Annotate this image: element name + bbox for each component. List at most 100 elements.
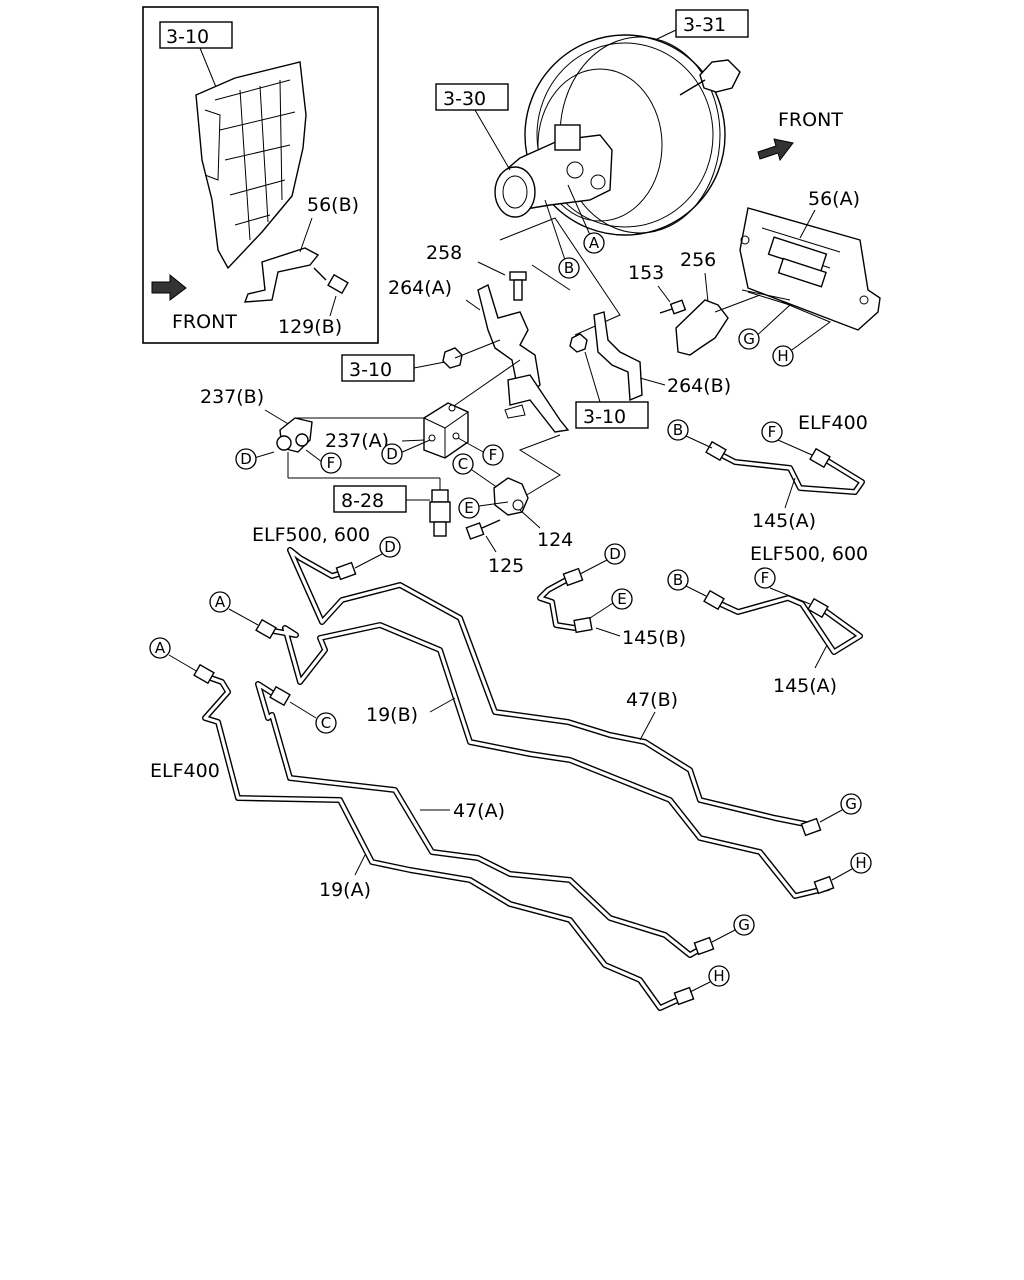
ref-label-3-31: 3-31 bbox=[683, 14, 726, 36]
svg-text:A: A bbox=[589, 234, 600, 252]
svg-text:E: E bbox=[617, 590, 626, 608]
label-125: 125 bbox=[488, 555, 524, 577]
front-label: FRONT bbox=[778, 109, 843, 131]
svg-text:G: G bbox=[845, 795, 857, 813]
clamp-124 bbox=[493, 477, 529, 516]
svg-text:D: D bbox=[240, 450, 252, 468]
master-cylinder bbox=[494, 124, 613, 218]
label-elf400-left: ELF400 bbox=[150, 760, 220, 782]
svg-text:C: C bbox=[321, 714, 331, 732]
pipe-47a bbox=[255, 681, 715, 958]
ref-box-8-28 bbox=[333, 485, 407, 513]
marker-e-clamp: E bbox=[458, 497, 480, 519]
label-124: 124 bbox=[537, 529, 573, 551]
svg-text:D: D bbox=[609, 545, 621, 563]
svg-text:D: D bbox=[384, 538, 396, 556]
nut-right bbox=[569, 333, 588, 353]
label-258: 258 bbox=[426, 242, 462, 264]
label-elf500-right: ELF500, 600 bbox=[750, 543, 868, 565]
inset-panel: 3-10 56(B) 129(B) FRONT bbox=[142, 6, 379, 344]
svg-text:F: F bbox=[761, 569, 770, 587]
svg-text:A: A bbox=[155, 639, 166, 657]
pipe-145a-elf400 bbox=[705, 440, 865, 495]
marker-d-237a: D bbox=[381, 443, 403, 465]
label-47b: 47(B) bbox=[626, 689, 678, 711]
bracket-256 bbox=[675, 299, 729, 356]
marker-h-19a: H bbox=[708, 965, 730, 987]
marker-e-145b: E bbox=[611, 588, 633, 610]
pipe-19a bbox=[193, 663, 695, 1011]
svg-text:B: B bbox=[673, 421, 683, 439]
marker-f-145a-top: F bbox=[761, 421, 783, 443]
label-19a: 19(A) bbox=[319, 879, 371, 901]
ref-box-3-30 bbox=[435, 83, 509, 111]
marker-d-237b: D bbox=[235, 448, 257, 470]
svg-text:B: B bbox=[564, 259, 574, 277]
svg-text:F: F bbox=[489, 446, 498, 464]
svg-text:H: H bbox=[855, 854, 866, 872]
marker-g-47a: G bbox=[733, 914, 755, 936]
svg-text:G: G bbox=[743, 330, 755, 348]
inset-ref-box bbox=[159, 21, 233, 49]
ref-label-8-28: 8-28 bbox=[341, 490, 384, 512]
pressure-switch bbox=[429, 489, 451, 537]
marker-c-clamp: C bbox=[452, 453, 474, 475]
svg-text:D: D bbox=[386, 445, 398, 463]
svg-text:B: B bbox=[673, 571, 683, 589]
label-47a: 47(A) bbox=[453, 800, 505, 822]
marker-h-19b: H bbox=[850, 852, 872, 874]
label-19b: 19(B) bbox=[366, 704, 418, 726]
svg-text:H: H bbox=[777, 347, 788, 365]
marker-f-237a: F bbox=[482, 444, 504, 466]
svg-text:G: G bbox=[738, 916, 750, 934]
label-elf400-right: ELF400 bbox=[798, 412, 868, 434]
inset-front-label: FRONT bbox=[172, 311, 237, 333]
marker-f-237b: F bbox=[320, 452, 342, 474]
marker-g-47b: G bbox=[840, 793, 862, 815]
pipe-145b bbox=[537, 567, 593, 634]
pipe-47b bbox=[287, 547, 822, 837]
inset-bolt-129b bbox=[313, 267, 349, 295]
junction-237a bbox=[423, 402, 469, 459]
marker-d-long: D bbox=[379, 536, 401, 558]
label-145a-bot: 145(A) bbox=[773, 675, 837, 697]
ref-box-3-10-left bbox=[341, 354, 415, 382]
svg-text:F: F bbox=[327, 454, 336, 472]
bracket-264a bbox=[477, 284, 570, 433]
label-264a: 264(A) bbox=[388, 277, 452, 299]
marker-b-145a-bot: B bbox=[667, 569, 689, 591]
ref-box-3-31 bbox=[675, 9, 749, 38]
ref-label-3-30: 3-30 bbox=[443, 88, 486, 110]
svg-text:C: C bbox=[458, 455, 468, 473]
junction-237b bbox=[276, 417, 313, 453]
marker-a-19b: A bbox=[209, 591, 231, 613]
inset-panel-bracket bbox=[195, 61, 307, 270]
marker-a-19a: A bbox=[149, 637, 171, 659]
inset-ref-label: 3-10 bbox=[166, 26, 209, 48]
marker-h-plate: H bbox=[772, 345, 794, 367]
bolt-153 bbox=[659, 299, 687, 315]
marker-f-145a-bot: F bbox=[754, 567, 776, 589]
label-145b: 145(B) bbox=[622, 627, 686, 649]
label-264b: 264(B) bbox=[667, 375, 731, 397]
inset-label-129b: 129(B) bbox=[278, 316, 342, 338]
svg-text:F: F bbox=[768, 423, 777, 441]
ref-label-3-10-right: 3-10 bbox=[583, 406, 626, 428]
marker-b-booster: B bbox=[558, 257, 580, 279]
marker-a-booster: A bbox=[583, 232, 605, 254]
label-145a-top: 145(A) bbox=[752, 510, 816, 532]
inset-label-56b: 56(B) bbox=[307, 194, 359, 216]
label-237b: 237(B) bbox=[200, 386, 264, 408]
bracket-264b bbox=[593, 311, 643, 402]
bolt-125 bbox=[465, 519, 501, 540]
label-elf500-left: ELF500, 600 bbox=[252, 524, 370, 546]
marker-c-47a: C bbox=[315, 712, 337, 734]
label-56a: 56(A) bbox=[808, 188, 860, 210]
label-256: 256 bbox=[680, 249, 716, 271]
svg-text:E: E bbox=[464, 499, 473, 517]
inset-bracket-56b bbox=[243, 247, 320, 303]
marker-b-145a-top: B bbox=[667, 419, 689, 441]
pipe-145a-elf500 bbox=[703, 589, 863, 655]
pipe-19b bbox=[255, 618, 835, 899]
